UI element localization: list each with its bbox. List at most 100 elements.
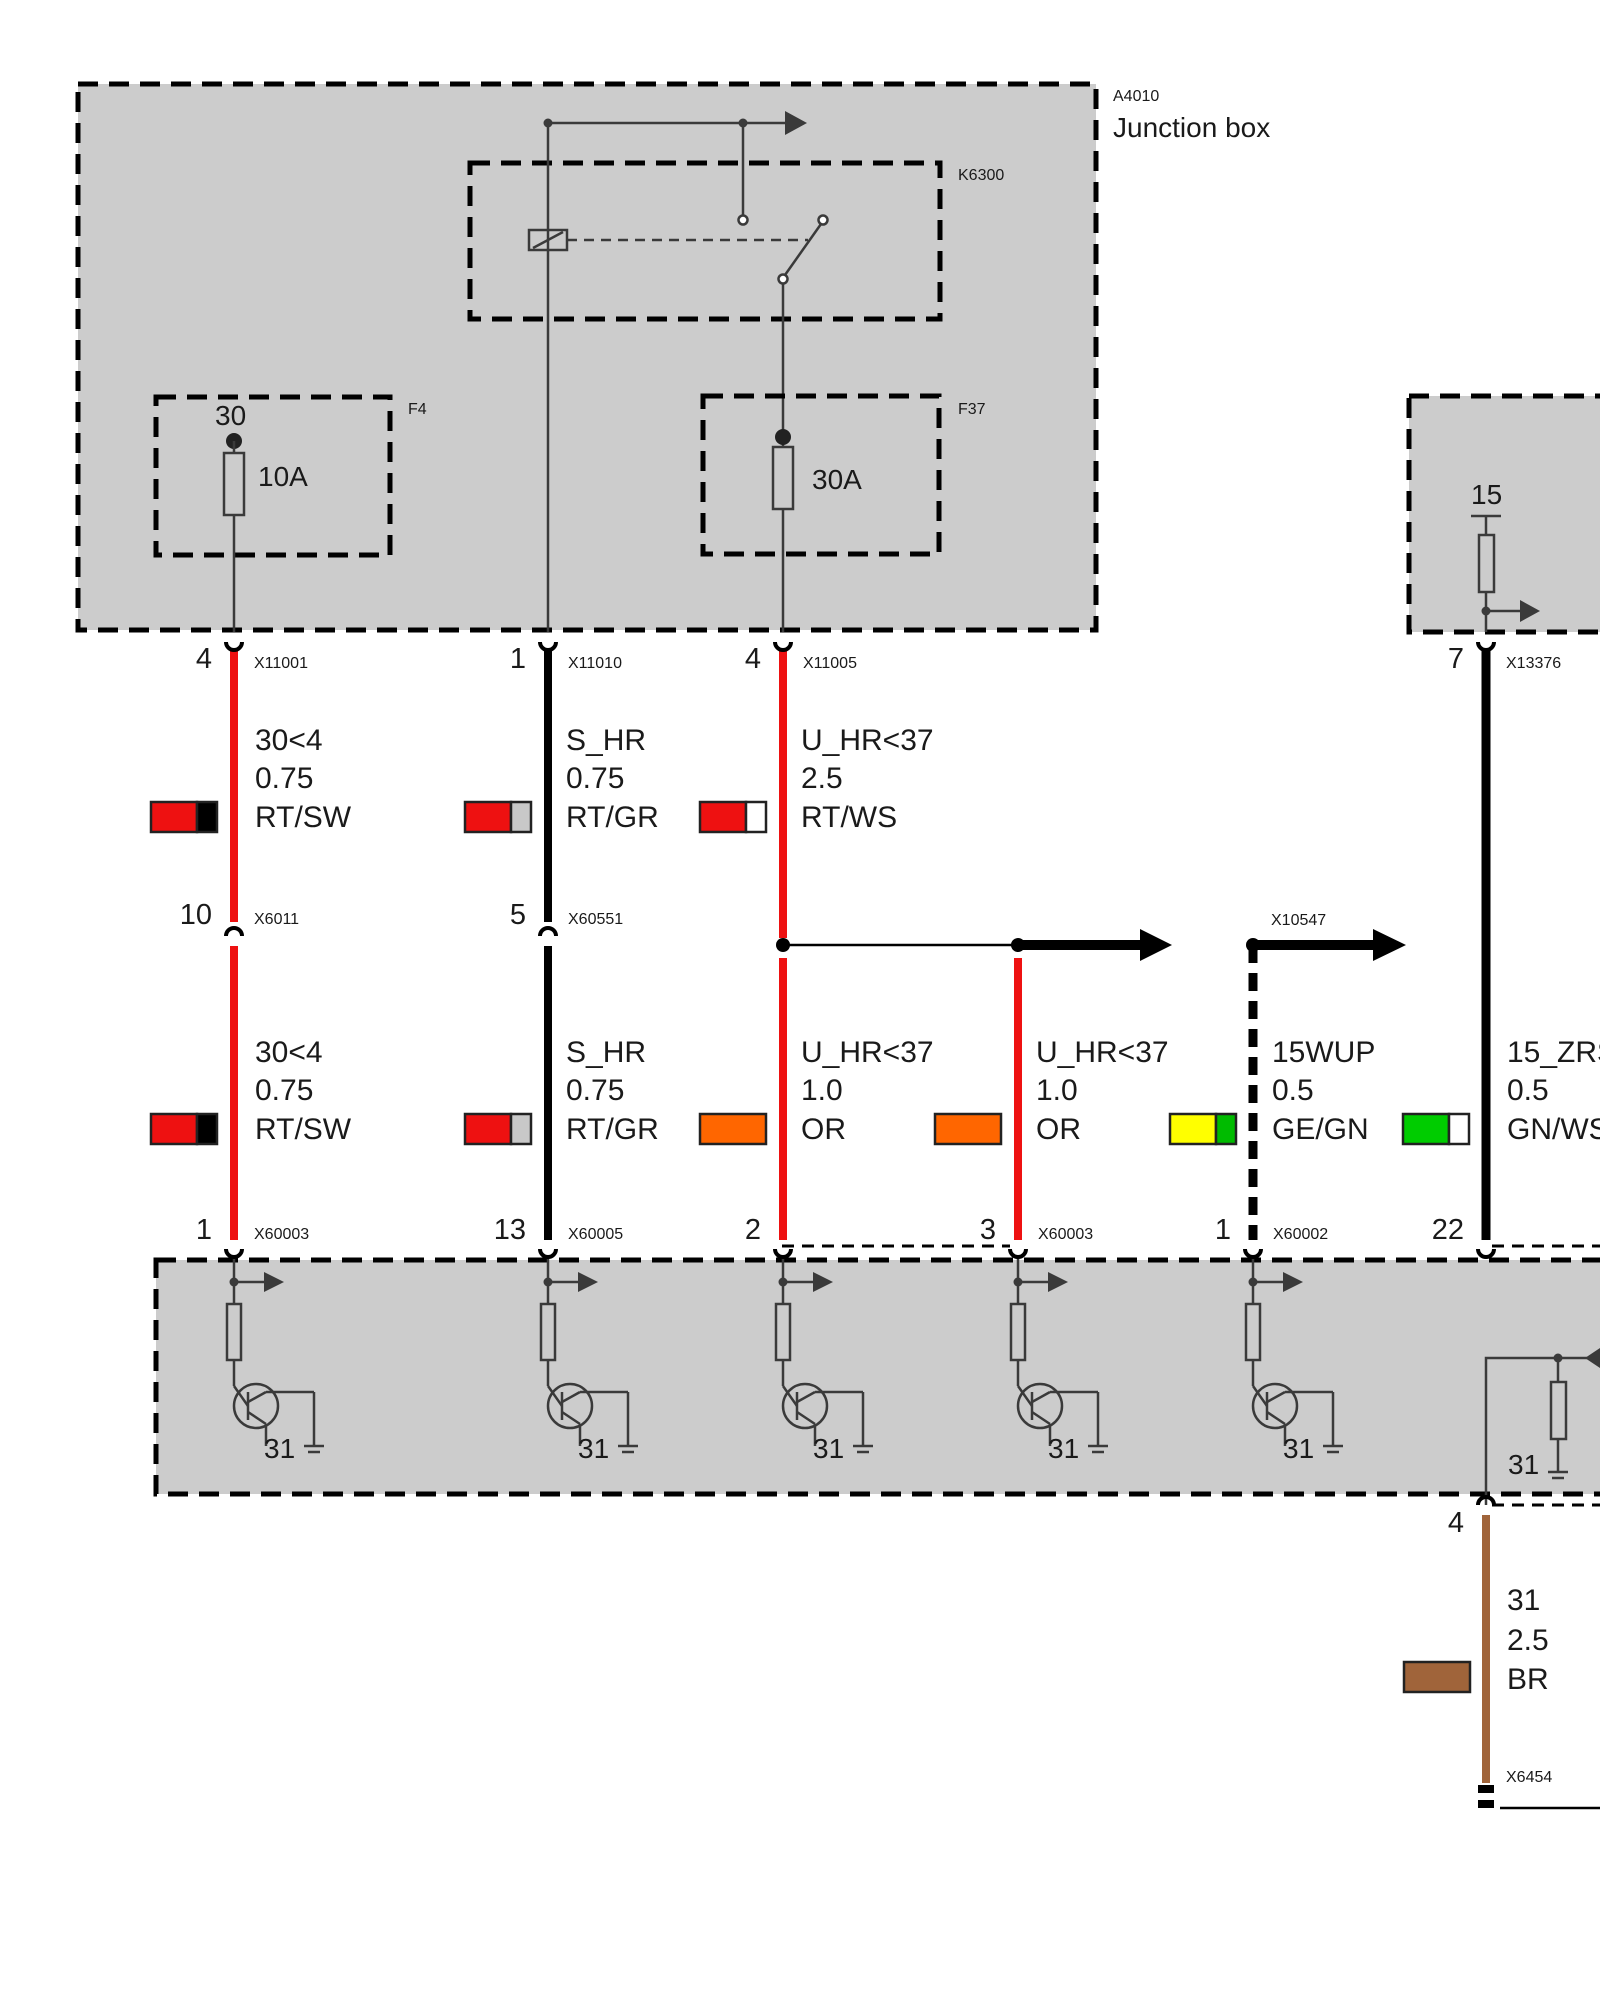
resistor-icon (774, 1302, 792, 1362)
connector-cup-icon (773, 641, 793, 652)
connector-id: X60003 (1038, 1226, 1093, 1243)
pin-number: 3 (980, 1214, 996, 1246)
connector-cup-icon (1008, 1248, 1028, 1259)
wire-signal-label: S_HR (566, 1036, 646, 1069)
transistor-icon (781, 1382, 829, 1430)
wire-gauge-label: 0.5 (1272, 1074, 1314, 1107)
right-module-box: 15 (1406, 393, 1600, 635)
driver-stage: 31 (225, 1258, 324, 1464)
wire-gauge-label: 2.5 (801, 762, 843, 795)
wire-signal-label: 15WUP (1272, 1036, 1375, 1069)
wire-signal-label: U_HR<37 (801, 1036, 934, 1069)
pin-number: 7 (1448, 643, 1464, 675)
pin-number: 13 (494, 1214, 526, 1246)
wire-color-swatch (149, 1112, 219, 1146)
pin-number: 10 (180, 899, 212, 931)
wire-color-label: GN/WS (1507, 1113, 1600, 1146)
wire-color-swatch (1168, 1112, 1238, 1146)
connector-id: X11010 (568, 655, 622, 672)
fuse-f4: F4 30 10A (153, 394, 427, 632)
arrow-icon (813, 1272, 833, 1292)
fuse-f37-rating: 30A (812, 464, 862, 495)
connector-id: X11001 (254, 655, 308, 672)
wire-signal-label: 30<4 (255, 724, 323, 757)
junction-box-name: Junction box (1113, 112, 1270, 143)
wire-color-label: RT/GR (566, 1113, 659, 1146)
connector-cup-icon (1476, 1248, 1496, 1259)
driver-stage: 31 (1244, 1258, 1343, 1464)
wire-color-label: RT/WS (801, 801, 897, 834)
wire-gauge-label: 2.5 (1507, 1624, 1549, 1657)
pin-number: 1 (196, 1214, 212, 1246)
wire-color-label: OR (801, 1113, 846, 1146)
wire-gauge-label: 0.75 (566, 762, 624, 795)
fuse-f4-rating: 10A (258, 461, 308, 492)
connector-cup-icon (224, 1248, 244, 1259)
transistor-icon (546, 1382, 594, 1430)
wire-gauge-label: 0.75 (566, 1074, 624, 1107)
wire-color-swatch (698, 1112, 768, 1146)
fuse-f37-id: F37 (958, 401, 986, 418)
driver-stage: 31 (539, 1258, 638, 1464)
arrow-icon (1283, 1272, 1303, 1292)
connector-end-icon (1478, 1785, 1494, 1793)
fuse-icon (222, 451, 246, 517)
wire-color-swatch (933, 1112, 1003, 1146)
ground-terminal-label: 31 (264, 1433, 295, 1464)
arrow-icon (1373, 929, 1406, 961)
fuse-f4-terminal: 30 (215, 400, 246, 431)
resistor-icon (1549, 1380, 1568, 1441)
wire-signal-label: U_HR<37 (801, 724, 934, 757)
connector-id: X6454 (1506, 1769, 1552, 1786)
junction-box-id: A4010 (1113, 88, 1159, 105)
pin-number: 5 (510, 899, 526, 931)
driver-stage: 31 (1009, 1258, 1108, 1464)
pin-number: 4 (745, 643, 761, 675)
ground-terminal-label: 31 (813, 1433, 844, 1464)
arrow-icon (1140, 929, 1172, 961)
wire-signal-label: 31 (1507, 1584, 1540, 1617)
pin-number: 22 (1432, 1214, 1464, 1246)
right-box-terminal: 15 (1471, 479, 1502, 510)
fuse-f37: F37 30A (700, 393, 986, 557)
wire-signal-label: 15_ZRS (1507, 1036, 1600, 1069)
connector-id: X60002 (1273, 1226, 1328, 1243)
resistor-icon (225, 1302, 243, 1362)
wire-signal-label: S_HR (566, 724, 646, 757)
connector-cup-icon (538, 641, 558, 652)
connector-cup-icon (224, 641, 244, 652)
relay-id: K6300 (958, 167, 1004, 184)
pin-number: 4 (196, 643, 212, 675)
connector-id: X60003 (254, 1226, 309, 1243)
resistor-icon (1009, 1302, 1027, 1362)
wire-color-label: OR (1036, 1113, 1081, 1146)
wire-color-swatch (698, 800, 768, 834)
splice-connector-id: X10547 (1271, 912, 1326, 929)
arrow-icon (1520, 600, 1540, 622)
wire-gauge-label: 1.0 (1036, 1074, 1078, 1107)
resistor-icon (1244, 1302, 1262, 1362)
pin-number: 1 (1215, 1214, 1231, 1246)
connector-id: X60005 (568, 1226, 623, 1243)
connector-cup-icon (1476, 641, 1496, 652)
fuse-icon (771, 445, 795, 511)
connector-cup-icon (538, 926, 558, 937)
junction-box: A4010 Junction box K6300 F4 30 (75, 81, 1270, 633)
connector-id: X11005 (803, 655, 857, 672)
wire-color-swatch (463, 800, 533, 834)
resistor-icon (1477, 533, 1496, 594)
connector-cup-icon (224, 926, 244, 937)
wire-color-swatch (1402, 1660, 1472, 1694)
connector-id: X60551 (568, 911, 623, 928)
wire-color-label: RT/SW (255, 1113, 352, 1146)
pin-number: 4 (1448, 1507, 1464, 1539)
connector-cup-icon (538, 1248, 558, 1259)
arrow-icon (785, 111, 807, 135)
wire-color-label: RT/SW (255, 801, 352, 834)
wire-color-swatch (149, 800, 219, 834)
wire-color-swatch (1401, 1112, 1471, 1146)
connector-end-icon (1478, 1800, 1494, 1808)
wire-color-label: RT/GR (566, 801, 659, 834)
splice-dot (776, 938, 790, 952)
